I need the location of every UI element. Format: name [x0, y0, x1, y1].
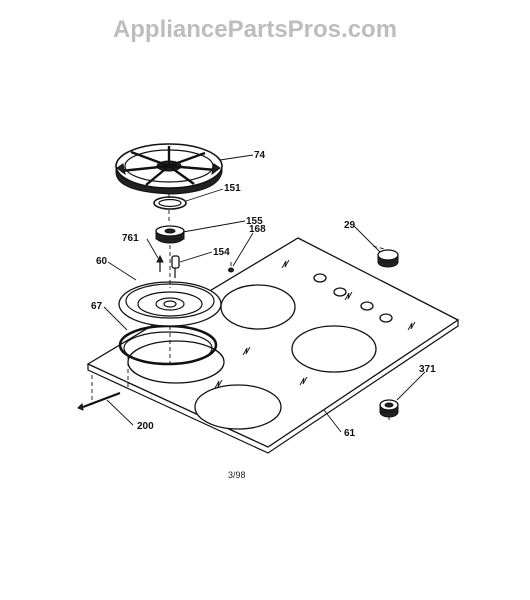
- burner-bowl: [118, 281, 222, 327]
- wire-harness: [77, 391, 121, 411]
- burner-head: [155, 225, 185, 244]
- callout-burner-cap: 151: [224, 183, 241, 194]
- knob-hole-1: [313, 273, 327, 283]
- assembly-lines: [91, 194, 390, 420]
- knob-hole-3: [360, 301, 374, 311]
- cooktop-glass-panel: [86, 237, 460, 454]
- control-knob-371: [379, 399, 399, 418]
- orifice: [171, 255, 180, 278]
- spark-electrode: [156, 254, 164, 272]
- burner-grate: [115, 143, 223, 195]
- callout-burner-head: 155: [246, 216, 263, 227]
- control-knob-29: [377, 249, 399, 268]
- knob-hole-2: [333, 287, 347, 297]
- callout-cooktop-glass: 61: [344, 428, 356, 439]
- callout-gasket: 67: [91, 301, 103, 312]
- callout-knob: 29: [344, 220, 356, 231]
- element-front-left: [194, 384, 282, 430]
- callout-grate: 74: [254, 150, 266, 161]
- watermark-text: AppliancePartsPros.com: [113, 16, 397, 43]
- burner-cap: [153, 196, 187, 210]
- screw-168: [228, 267, 234, 273]
- callout-wire: 200: [137, 421, 154, 432]
- element-rear-left: [220, 284, 296, 330]
- callout-burner-bowl: 60: [96, 256, 108, 267]
- element-front-right: [291, 325, 377, 373]
- callout-knob-lower: 371: [419, 364, 436, 375]
- glass-reflection-marks: [214, 259, 416, 389]
- leader-lines: [103, 154, 426, 433]
- callout-orifice: 154: [213, 247, 230, 258]
- callout-screw: 168: [249, 224, 266, 235]
- date-code: 3/98: [228, 470, 246, 480]
- knob-hole-4: [379, 313, 393, 323]
- callout-spark-electrode: 761: [122, 233, 139, 244]
